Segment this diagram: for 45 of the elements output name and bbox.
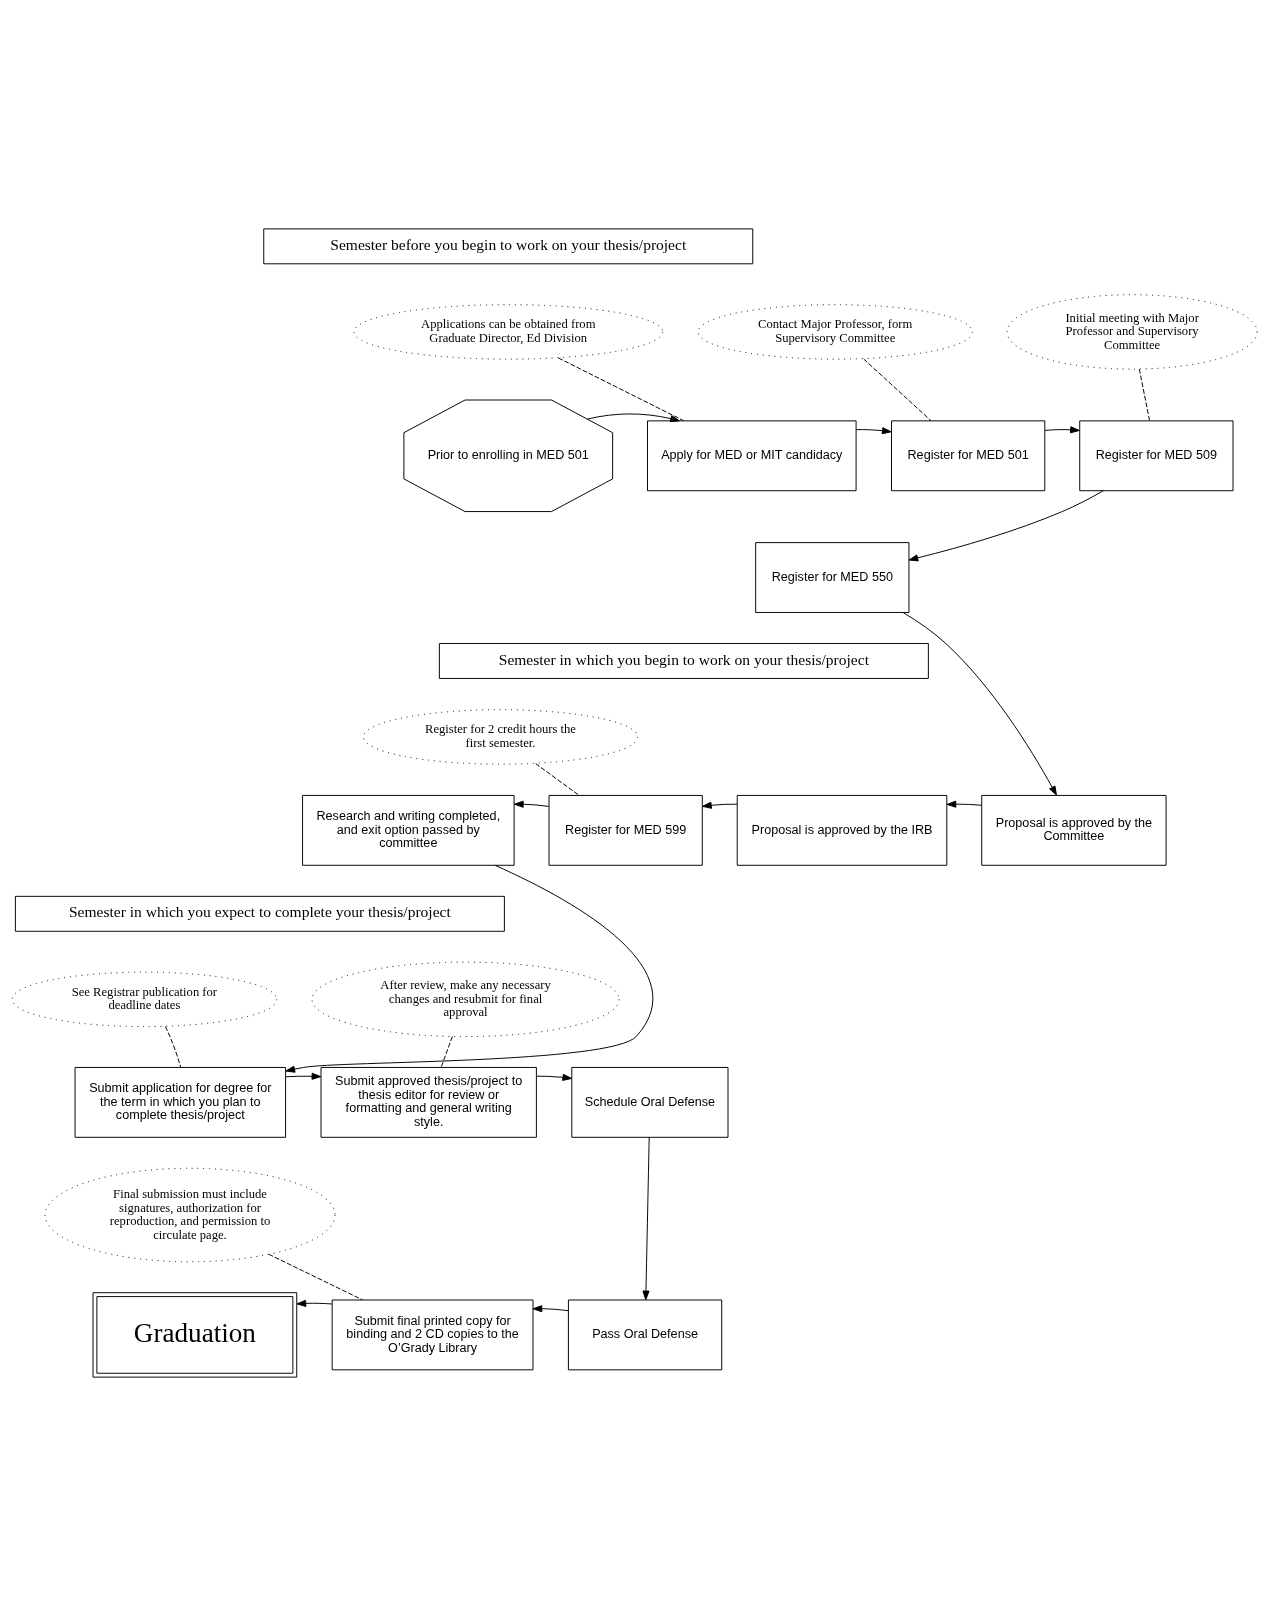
- node-ellipse: Applications can be obtained from Graduate Director, Ed Division: [353, 304, 664, 360]
- node-box: Apply for MED or MIT candidacy: [647, 420, 857, 492]
- node-box: Semester in which you expect to complete your thesis/project: [14, 895, 505, 932]
- arrow: [285, 1072, 322, 1080]
- node-box: Register for MED 509: [1079, 420, 1234, 492]
- arrow: [855, 427, 892, 435]
- node-box: Register for MED 501: [891, 420, 1046, 492]
- node-box: Submit application for degree for the term in which you plan to complete thesis/project: [74, 1066, 287, 1138]
- arrow: [532, 1305, 569, 1313]
- arrow: [285, 864, 654, 1073]
- node-box: Submit approved thesis/project to thesis editor for review or formatting and general writing style.: [320, 1066, 537, 1138]
- node-box: Semester in which you begin to work on your thesis/project: [438, 643, 929, 679]
- arrow: [642, 1136, 650, 1301]
- node-box: Research and writing completed, and exit option passed by committee: [302, 794, 515, 866]
- arrow: [296, 1299, 333, 1307]
- arrow: [587, 413, 680, 423]
- connector: [863, 358, 932, 422]
- connector: [535, 763, 580, 796]
- arrow: [702, 801, 738, 809]
- connector: [557, 357, 685, 422]
- arrow: [946, 800, 982, 808]
- node-ellipse: Register for 2 credit hours the first semester.: [362, 709, 639, 765]
- node-box: Proposal is approved by the Committee: [981, 794, 1167, 866]
- connector: [164, 1026, 182, 1068]
- node-ellipse: Initial meeting with Major Professor and Supervisory Committee: [1006, 294, 1258, 370]
- connector: [268, 1253, 363, 1301]
- node-ellipse: Contact Major Professor, form Supervisory Committee: [697, 304, 973, 360]
- node-ellipse: Final submission must include signatures, authorization for reproduction, and permission to circulate page.: [44, 1167, 336, 1263]
- node-box: Proposal is approved by the IRB: [736, 794, 948, 866]
- node-box: Graduation: [92, 1292, 298, 1378]
- arrow: [902, 612, 1057, 796]
- arrow: [536, 1073, 573, 1081]
- arrow: [513, 800, 550, 808]
- node-box: Submit final printed copy for binding and 2 CD copies to the O’Grady Library: [331, 1299, 534, 1371]
- connector: [1138, 368, 1151, 422]
- arrow: [1044, 426, 1080, 434]
- arrow: [908, 490, 1104, 562]
- node-box: Register for MED 599: [548, 794, 703, 866]
- node-box: Semester before you begin to work on your thesis/project: [263, 228, 754, 265]
- node-box: Register for MED 550: [755, 542, 910, 613]
- connector: [440, 1036, 453, 1068]
- node-box: Pass Oral Defense: [567, 1299, 723, 1371]
- node-ellipse: See Registrar publication for deadline dates: [11, 971, 278, 1028]
- node-ellipse: After review, make any necessary changes and resubmit for final approval: [311, 961, 620, 1038]
- node-box: Schedule Oral Defense: [571, 1066, 729, 1138]
